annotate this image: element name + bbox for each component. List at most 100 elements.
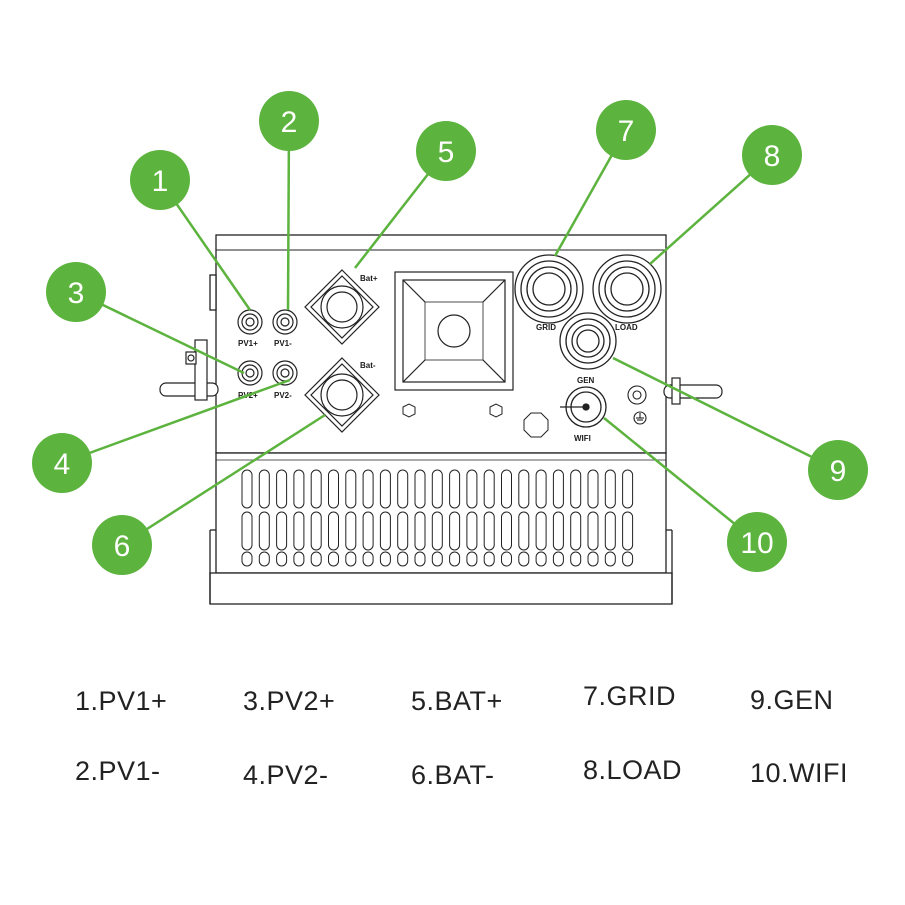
vent-slot (397, 551, 409, 567)
callout-2: 2 (259, 91, 319, 151)
callout-9: 9 (808, 440, 868, 500)
pv1-positive-connector (237, 309, 263, 335)
vent-slot (501, 511, 512, 551)
vent-slot (552, 469, 564, 509)
wifi-label: WIFI (574, 434, 591, 443)
center-cover-plate (394, 271, 514, 391)
vent-grille (241, 469, 634, 567)
vent-slot (587, 469, 599, 509)
pv1-positive-label: PV1+ (238, 339, 258, 348)
vent-slot (258, 511, 270, 551)
callout-5-number: 5 (438, 136, 455, 169)
vent-slot (362, 511, 374, 551)
vent-slot (535, 469, 547, 509)
vent-slot (622, 469, 634, 509)
callout-1-number: 1 (152, 165, 169, 198)
callout-8: 8 (742, 125, 802, 185)
vent-slot (604, 469, 616, 509)
callout-7: 7 (596, 100, 656, 160)
vent-slot (414, 469, 426, 509)
vent-slot (535, 551, 547, 567)
gen-cable-gland (559, 312, 617, 370)
vent-slot (414, 551, 426, 567)
grid-cable-gland (514, 254, 584, 324)
vent-slot (518, 511, 530, 551)
load-cable-gland (592, 254, 662, 324)
vent-slot (587, 511, 599, 551)
vent-slot (604, 551, 616, 567)
callout-6-number: 6 (114, 530, 131, 563)
vent-slot (293, 469, 305, 509)
vent-slot (622, 551, 634, 567)
vent-slot (587, 551, 599, 567)
vent-slot (535, 511, 547, 551)
vent-slot (362, 551, 374, 567)
callout-3: 3 (46, 262, 106, 322)
battery-negative-terminal (304, 357, 380, 433)
vent-slot (379, 511, 391, 551)
vent-slot (622, 511, 634, 551)
vent-slot (293, 511, 305, 551)
vent-slot (310, 551, 322, 567)
vent-slot (570, 551, 582, 567)
vent-slot (449, 551, 461, 567)
legend-item-pv2-negative: 4.PV2- (243, 760, 329, 790)
legend-item-bat-positive: 5.BAT+ (411, 686, 503, 716)
vent-slot (431, 551, 443, 567)
vent-slot (570, 511, 582, 551)
battery-positive-terminal (304, 269, 380, 345)
vent-plug (523, 412, 549, 438)
callout-7-number: 7 (618, 115, 635, 148)
vent-slot (483, 551, 495, 567)
ground-terminal (627, 385, 647, 425)
legend-item-pv1-positive: 1.PV1+ (75, 686, 168, 716)
vent-slot (276, 511, 288, 551)
callout-1: 1 (130, 150, 190, 210)
vent-slot (241, 469, 253, 509)
vent-slot (379, 469, 391, 509)
vent-slot (345, 551, 357, 567)
vent-slot (449, 469, 461, 509)
left-mount-bracket (159, 339, 219, 401)
legend-item-bat-negative: 6.BAT- (411, 760, 495, 790)
callout-leader-lines (61, 120, 839, 547)
vent-slot (466, 551, 478, 567)
callout-4: 4 (32, 433, 92, 493)
vent-slot (328, 551, 339, 567)
pv1-negative-label: PV1- (274, 339, 292, 348)
legend-item-grid: 7.GRID (583, 681, 677, 711)
wifi-port (560, 386, 607, 428)
vent-slot (570, 469, 582, 509)
vent-slot (501, 551, 512, 567)
legend-item-pv2-positive: 3.PV2+ (243, 686, 336, 716)
hex-screw-right (489, 403, 503, 418)
right-mount-bracket (663, 377, 723, 405)
vent-slot (328, 511, 339, 551)
pv2-negative-label: PV2- (274, 391, 292, 400)
vent-slot (414, 511, 426, 551)
callout-8-number: 8 (764, 140, 781, 173)
vent-slot (431, 511, 443, 551)
vent-slot (431, 469, 443, 509)
vent-slot (518, 551, 530, 567)
vent-slot (258, 551, 270, 567)
vent-slot (449, 511, 461, 551)
vent-slot (379, 551, 391, 567)
callout-5: 5 (416, 121, 476, 181)
vent-slot (501, 469, 512, 509)
vent-slot (552, 511, 564, 551)
gen-label: GEN (577, 376, 595, 385)
callout-3-number: 3 (68, 277, 85, 310)
vent-slot (552, 551, 564, 567)
legend-item-gen: 9.GEN (750, 685, 834, 715)
vent-slot (466, 511, 478, 551)
vent-slot (310, 469, 322, 509)
vent-slot (397, 469, 409, 509)
vent-slot (604, 511, 616, 551)
vent-slot (276, 469, 288, 509)
vent-slot (345, 511, 357, 551)
vent-slot (241, 551, 253, 567)
pv1-negative-connector (272, 309, 298, 335)
